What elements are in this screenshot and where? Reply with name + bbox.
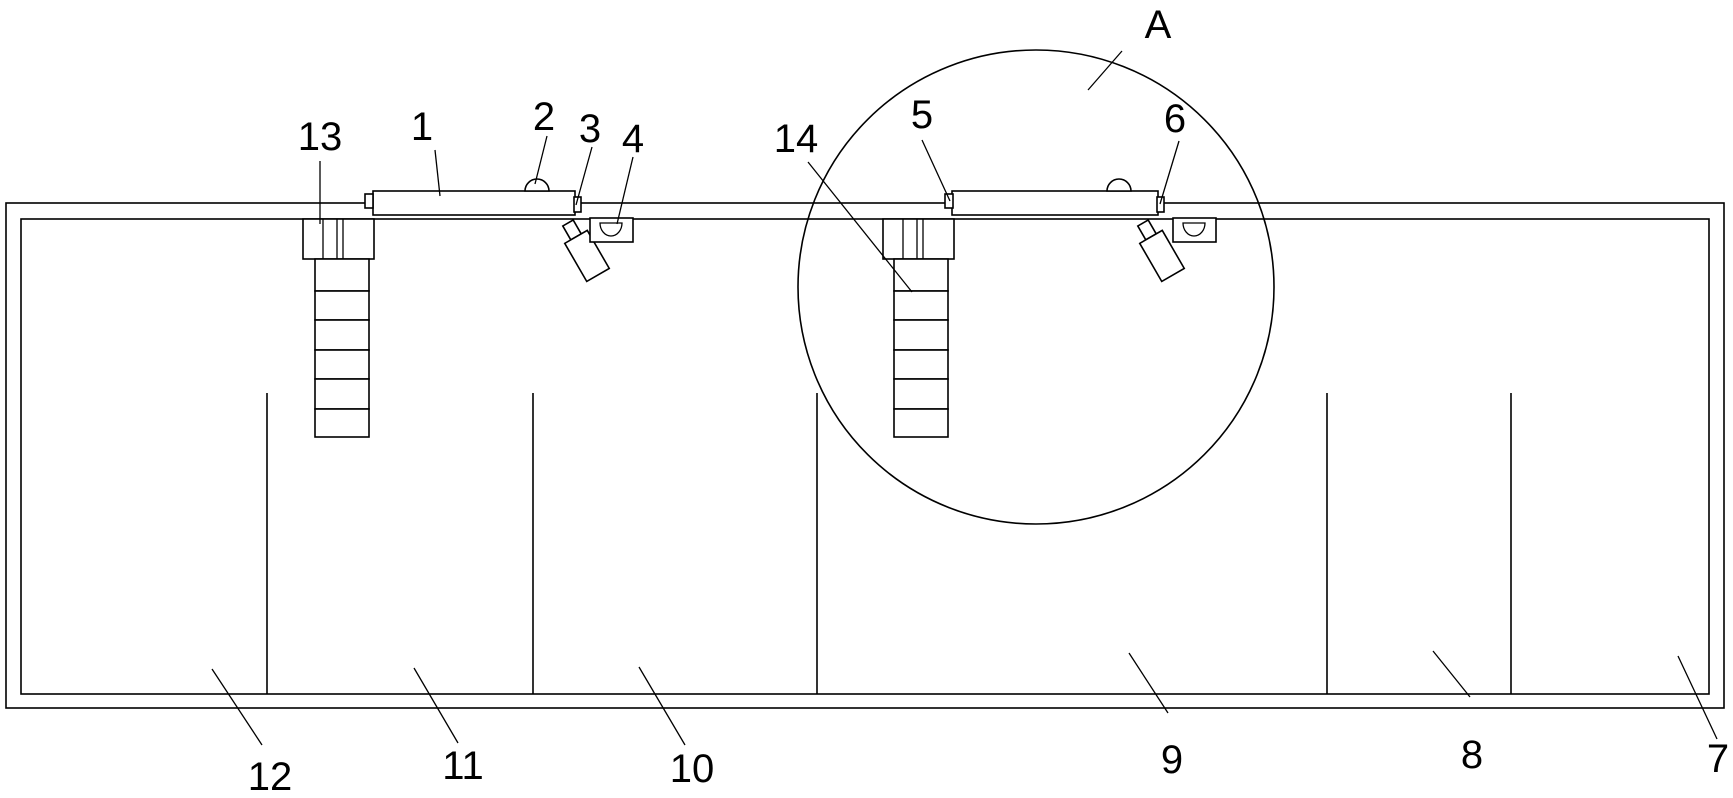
label-3: 3 xyxy=(579,107,601,151)
sensor-mount xyxy=(589,217,634,243)
labels: A 1 2 3 4 5 6 13 14 7 8 9 10 11 12 xyxy=(248,3,1729,798)
label-14: 14 xyxy=(774,117,819,161)
cover-assembly-left xyxy=(302,178,634,438)
spray-nozzle xyxy=(561,218,611,283)
partitions xyxy=(266,393,1512,694)
hinge xyxy=(944,193,954,209)
label-7: 7 xyxy=(1707,737,1729,781)
motor-block xyxy=(302,218,375,260)
label-5: 5 xyxy=(911,93,933,137)
seal-strip xyxy=(1156,196,1165,213)
label-13: 13 xyxy=(298,115,343,159)
label-2: 2 xyxy=(533,95,555,139)
cover-assembly-right xyxy=(882,178,1217,438)
detail-circle-a xyxy=(797,49,1275,525)
label-a: A xyxy=(1145,3,1172,47)
label-9: 9 xyxy=(1161,738,1183,782)
label-11: 11 xyxy=(442,744,484,788)
label-10: 10 xyxy=(670,747,715,791)
label-6: 6 xyxy=(1164,97,1186,141)
tank xyxy=(5,202,1725,709)
hinge xyxy=(364,193,374,209)
seal-strip xyxy=(573,196,582,213)
tank-inner-wall xyxy=(20,218,1710,695)
tank-outer-wall xyxy=(5,202,1725,709)
spray-nozzle xyxy=(1136,218,1186,283)
handle-knob xyxy=(1106,178,1132,192)
cover-plate xyxy=(951,190,1159,216)
label-12: 12 xyxy=(248,755,293,798)
handle-knob xyxy=(524,178,550,192)
motor-block xyxy=(882,218,955,260)
cover-plate xyxy=(372,190,576,216)
filter-stack xyxy=(314,258,370,438)
label-8: 8 xyxy=(1461,733,1483,777)
label-4: 4 xyxy=(622,117,644,161)
sensor-mount xyxy=(1172,217,1217,243)
filter-stack xyxy=(893,258,949,438)
leader-lines xyxy=(211,50,1718,746)
label-1: 1 xyxy=(411,105,433,149)
